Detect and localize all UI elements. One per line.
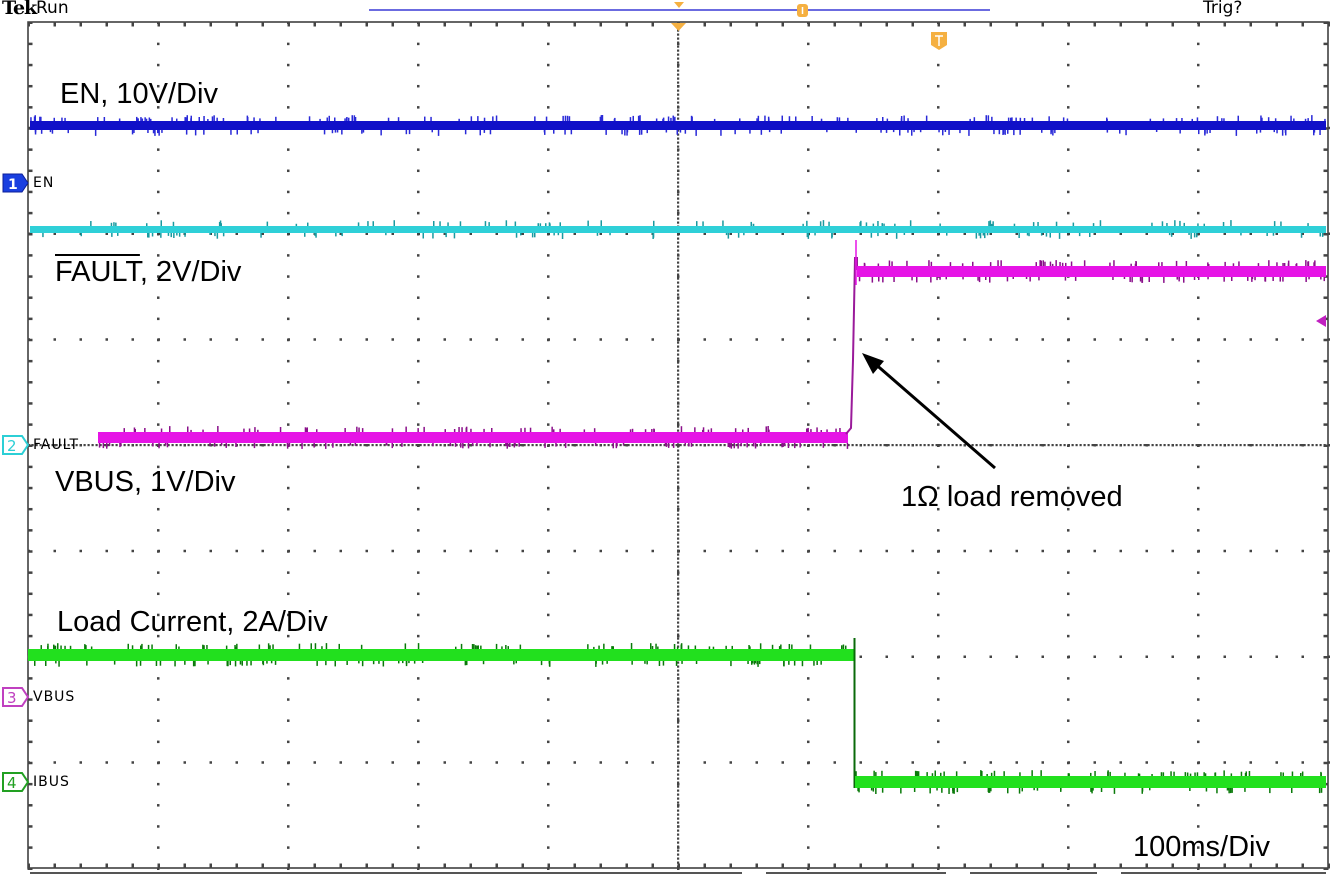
ch4-label: IBUS — [33, 774, 70, 790]
trigger-time-marker — [671, 23, 686, 31]
graticule — [27, 21, 1330, 870]
event-annotation: 1Ω load removed — [901, 481, 1123, 513]
fault-scale-annotation: FAULT, 2V/Div — [55, 258, 241, 287]
ch1-marker[interactable]: 1 — [2, 173, 29, 193]
trace-vbus — [98, 240, 1326, 449]
event-arrow — [862, 353, 996, 470]
load-current-scale-annotation: Load Current, 2A/Div — [57, 606, 328, 638]
vbus-offset-arrow — [1316, 315, 1326, 327]
trace-fault — [30, 220, 1326, 239]
en-scale-annotation: EN, 10V/Div — [60, 78, 218, 110]
trace-ibus — [28, 638, 1326, 794]
ch2-label: FAULT — [33, 437, 80, 453]
ch3-label: VBUS — [33, 689, 76, 705]
acquisition-status: Run — [36, 0, 69, 18]
trigger-position-marker-top — [674, 2, 684, 8]
brand-logo: Tek — [2, 0, 37, 19]
svg-text:3: 3 — [7, 689, 17, 707]
ch2-marker[interactable]: 2 — [2, 435, 30, 455]
trigger-status: Trig? — [1203, 0, 1243, 18]
svg-text:4: 4 — [7, 774, 17, 792]
svg-text:1: 1 — [8, 177, 18, 193]
ch4-marker[interactable]: 4 — [2, 772, 30, 792]
ch3-marker[interactable]: 3 — [2, 687, 30, 707]
trigger-level-T-marker — [931, 32, 947, 50]
timebase-annotation: 100ms/Div — [1133, 831, 1270, 863]
svg-text:2: 2 — [7, 437, 17, 455]
fault-scale: , 2V/Div — [139, 256, 242, 288]
ch1-label: EN — [33, 175, 55, 191]
fault-name: FAULT — [55, 256, 140, 288]
vbus-scale-annotation: VBUS, 1V/Div — [55, 466, 236, 498]
trace-en — [30, 115, 1326, 136]
